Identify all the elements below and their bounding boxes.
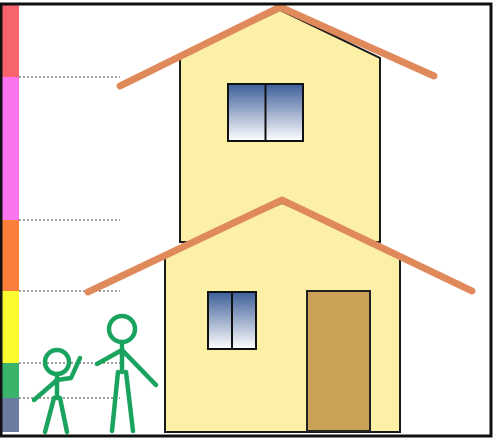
band-slate bbox=[0, 398, 19, 432]
height-scale bbox=[0, 4, 19, 432]
band-green bbox=[0, 363, 19, 398]
band-red bbox=[0, 4, 19, 77]
door bbox=[307, 291, 370, 431]
lower-window bbox=[208, 292, 256, 349]
band-orange bbox=[0, 220, 19, 291]
band-yellow bbox=[0, 291, 19, 363]
band-pink bbox=[0, 77, 19, 220]
upper-window bbox=[228, 84, 303, 141]
